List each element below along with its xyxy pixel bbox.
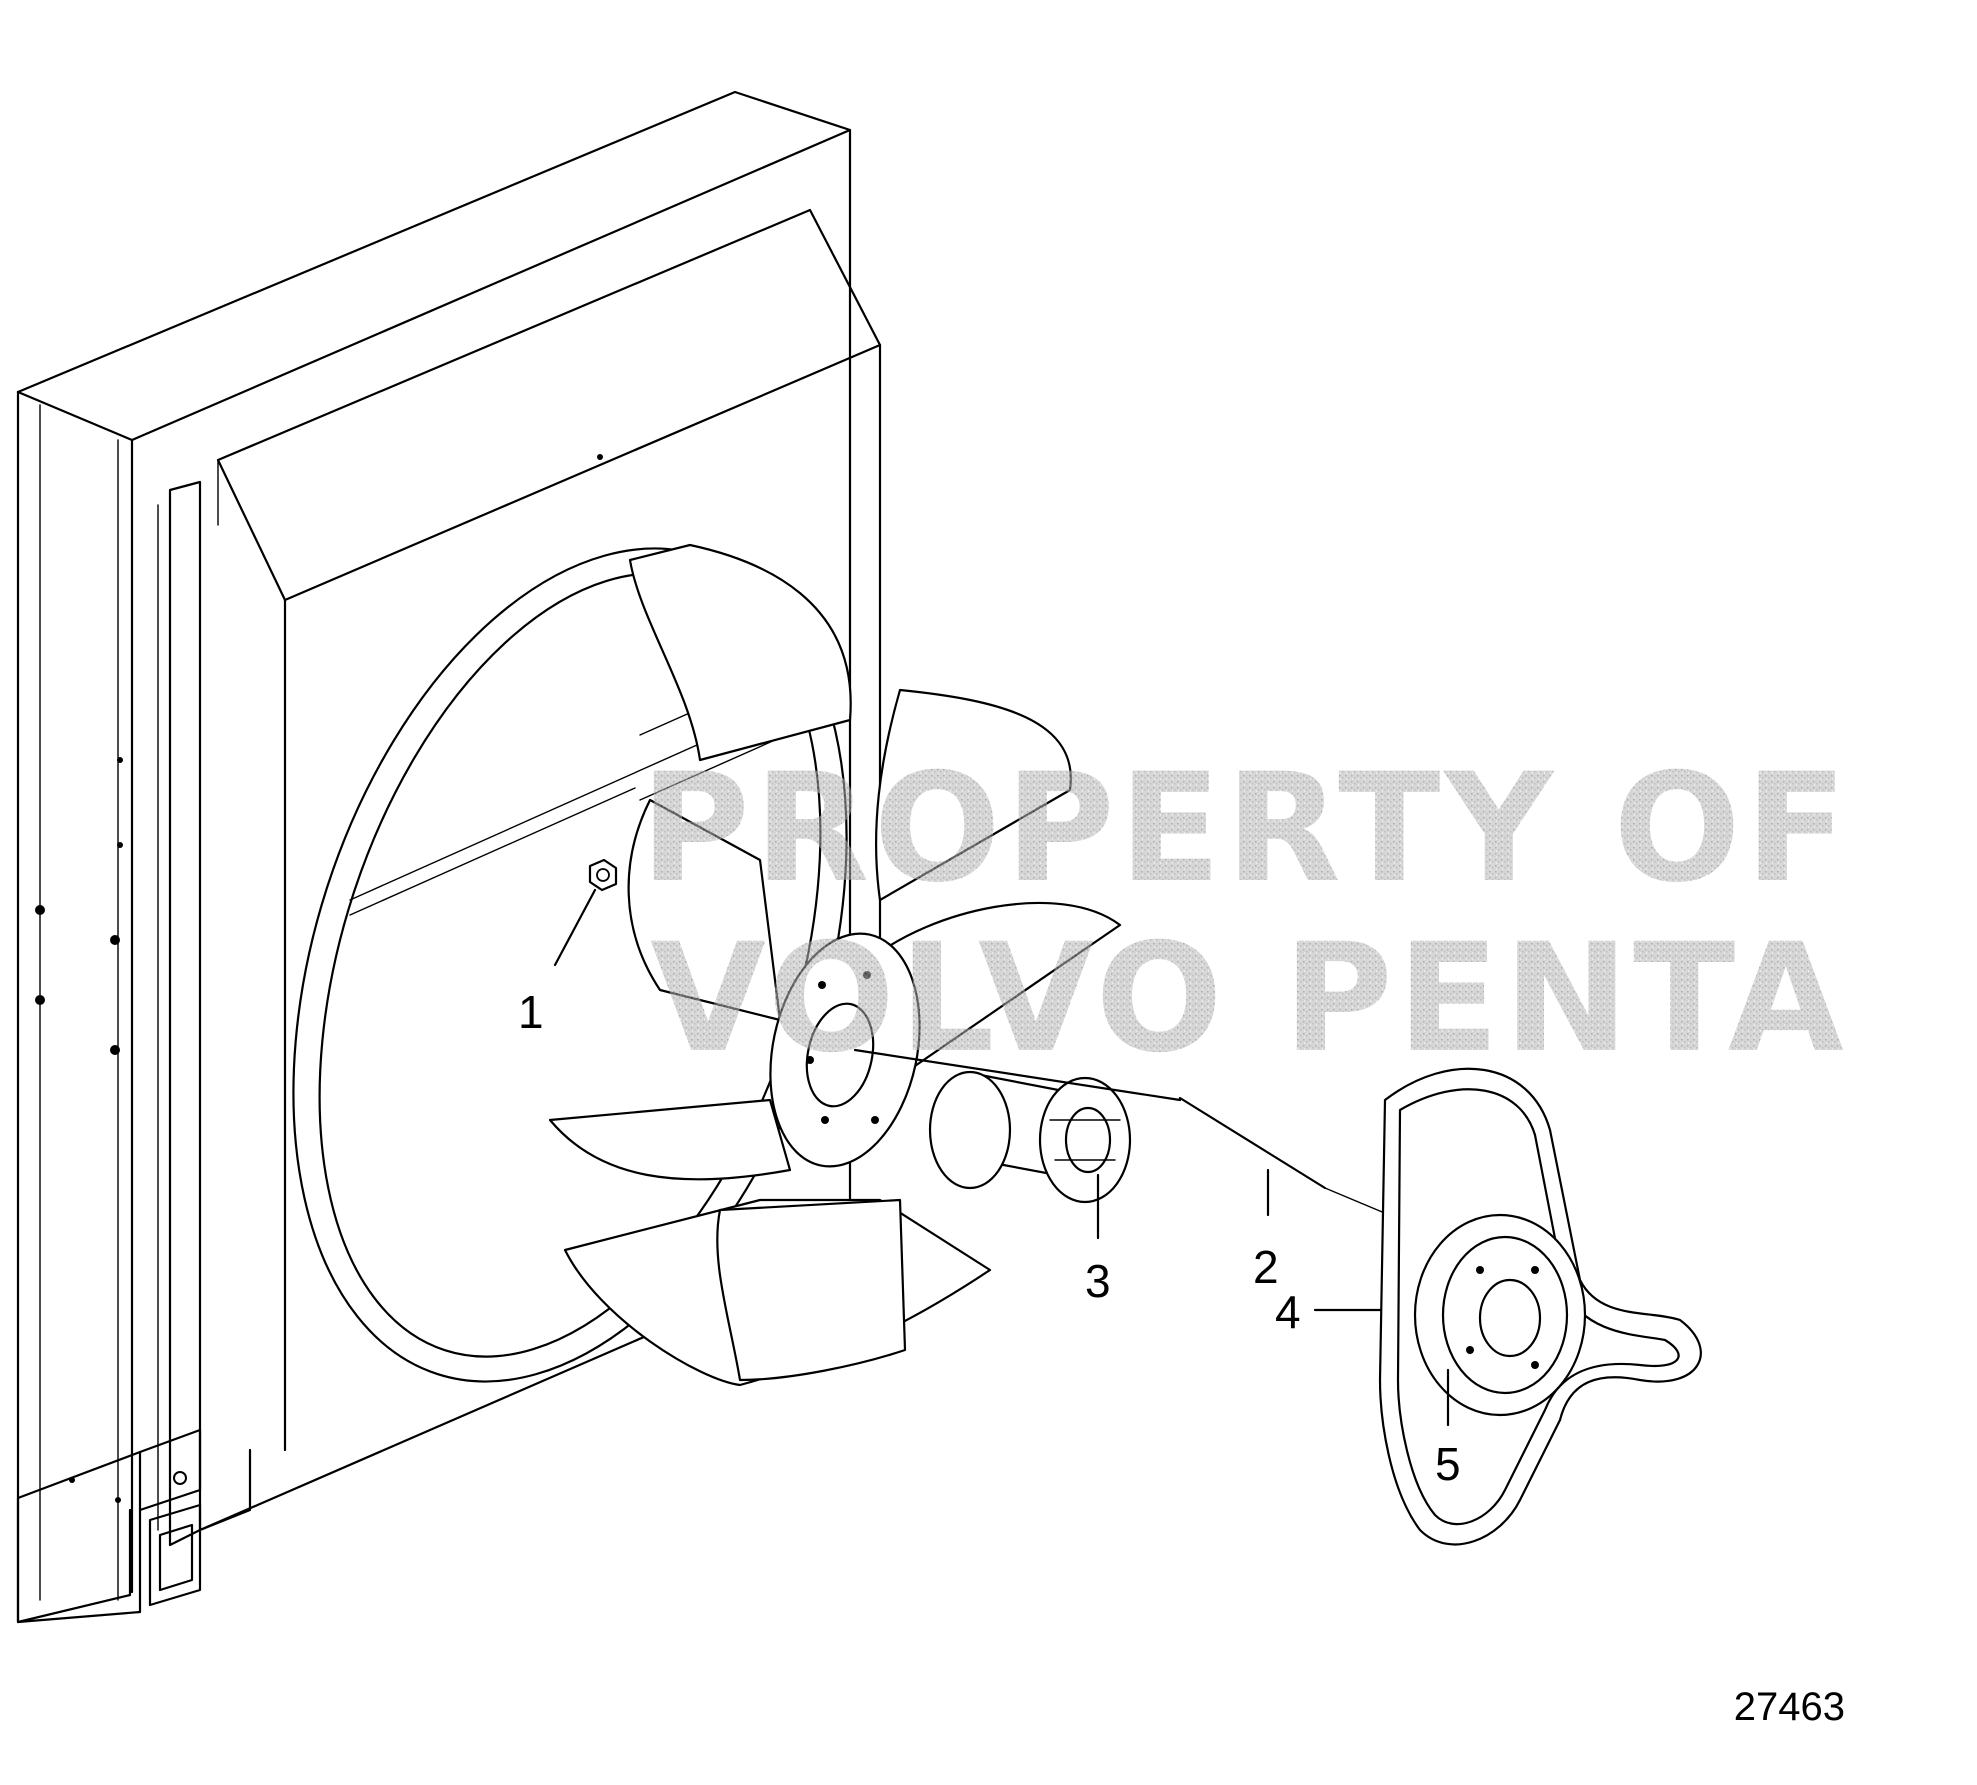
watermark-line-2: VOLVO PENTA (650, 912, 1848, 1086)
fan-spacer (928, 1070, 1132, 1204)
hex-nut (588, 858, 618, 892)
watermark-line-1: PROPERTY OF (640, 742, 1851, 916)
callout-2: 2 (1253, 1241, 1279, 1293)
figure-number: 27463 (1734, 1685, 1845, 1729)
callout-3: 3 (1085, 1255, 1111, 1307)
crankshaft-pulley (1413, 1213, 1587, 1417)
watermark: PROPERTY OF VOLVO PENTA (640, 742, 1851, 1086)
fan-blade-assembly (548, 543, 1122, 1387)
callout-4: 4 (1275, 1286, 1301, 1338)
callout-leaders (553, 888, 1450, 1427)
callout-5: 5 (1435, 1438, 1461, 1490)
callout-1: 1 (518, 986, 544, 1038)
